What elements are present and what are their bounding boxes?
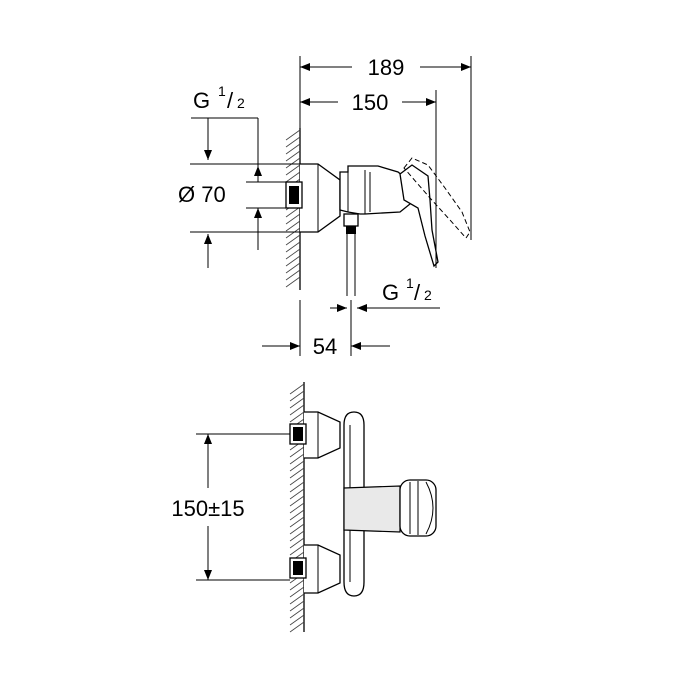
wall-hatch-line [289,621,305,633]
wall-hatch-line [285,150,301,162]
wall-hatch-line [285,262,301,274]
rosette [300,163,341,233]
wall-front-view [289,382,305,633]
inlet-thread-slash: / [227,88,234,113]
wall-hatch-line [289,495,305,507]
wall-hatch-line [289,446,305,458]
cartridge-front [343,479,437,537]
wall-hatch-line [289,474,305,486]
wall-hatch-line [289,453,305,465]
wall-hatch-line [289,509,305,521]
wall-hatch-line [285,171,301,183]
wall-hatch-line [289,607,305,619]
wall-hatch-line [285,269,301,281]
wall-hatch-line [289,390,305,402]
outlet-offset-label: 54 [313,334,337,359]
wall-hatch-line [289,481,305,493]
wall-hatch-line [285,143,301,155]
inlet-thread-num: 1 [218,83,226,99]
wall-hatch-line [289,397,305,409]
centre-distance-label: 150±15 [171,496,244,521]
wall-hatch-line [289,586,305,598]
dim-outlet-offset: 54 [262,300,390,359]
wall-hatch-line [289,579,305,591]
body-length-label: 150 [352,90,389,115]
dim-centre-distance: 150±15 [171,433,290,581]
wall-hatch-line [285,206,301,218]
front-view: 150±15 [171,382,437,633]
wall-hatch-line [285,241,301,253]
wall-hatch-line [289,404,305,416]
dim-body-length: 150 [300,90,437,268]
wall-hatch-line [289,467,305,479]
wall-hatch-line [285,255,301,267]
wall-hatch-line [285,234,301,246]
lower-rosette [289,544,341,594]
inlet-thread-den: 2 [237,95,245,111]
overall-length-label: 189 [368,55,405,80]
wall-hatch-line [289,530,305,542]
side-view: 189 150 G 1 / 2 Ø [178,55,472,359]
dim-outlet-thread: G 1 / 2 [330,275,440,312]
lever-handle-open-position [403,157,471,239]
wall-hatch-line [289,614,305,626]
lever-handle [399,164,439,268]
wall-hatch-line [289,460,305,472]
wall-hatch-line [285,157,301,169]
wall-hatch-line [289,593,305,605]
rosette-diameter-label: Ø 70 [178,182,226,207]
wall-hatch-line [285,220,301,232]
inlet-connector [285,181,303,209]
inlet-thread-label: G [193,88,210,113]
upper-rosette [289,411,341,459]
wall-hatch-line [289,523,305,535]
wall-hatch-line [289,488,305,500]
wall-hatch-line [289,502,305,514]
wall-hatch-line [289,600,305,612]
outlet-thread-slash: / [414,280,421,305]
wall-hatch-line [285,227,301,239]
wall-hatch-line [285,164,301,176]
wall-hatch-line [289,537,305,549]
outlet-thread-num: 1 [406,275,414,291]
outlet-pipe [343,213,359,296]
mixer-body [339,165,411,215]
wall-hatch-line [285,129,301,141]
outlet-thread-label: G [382,280,399,305]
outlet-thread-den: 2 [424,287,432,303]
wall-hatch-line [285,213,301,225]
dim-rosette-diameter: Ø 70 [178,163,300,268]
dim-overall-length: 189 [299,55,472,240]
wall-hatch-line [285,276,301,288]
wall-hatch-line [289,411,305,423]
wall-side-view [285,128,301,290]
dim-inlet-thread: G 1 / 2 [191,83,259,182]
wall-hatch-line [289,383,305,395]
wall-hatch-line [289,516,305,528]
wall-hatch-line [285,248,301,260]
wall-hatch-line [285,136,301,148]
wall-hatch-line [289,544,305,556]
